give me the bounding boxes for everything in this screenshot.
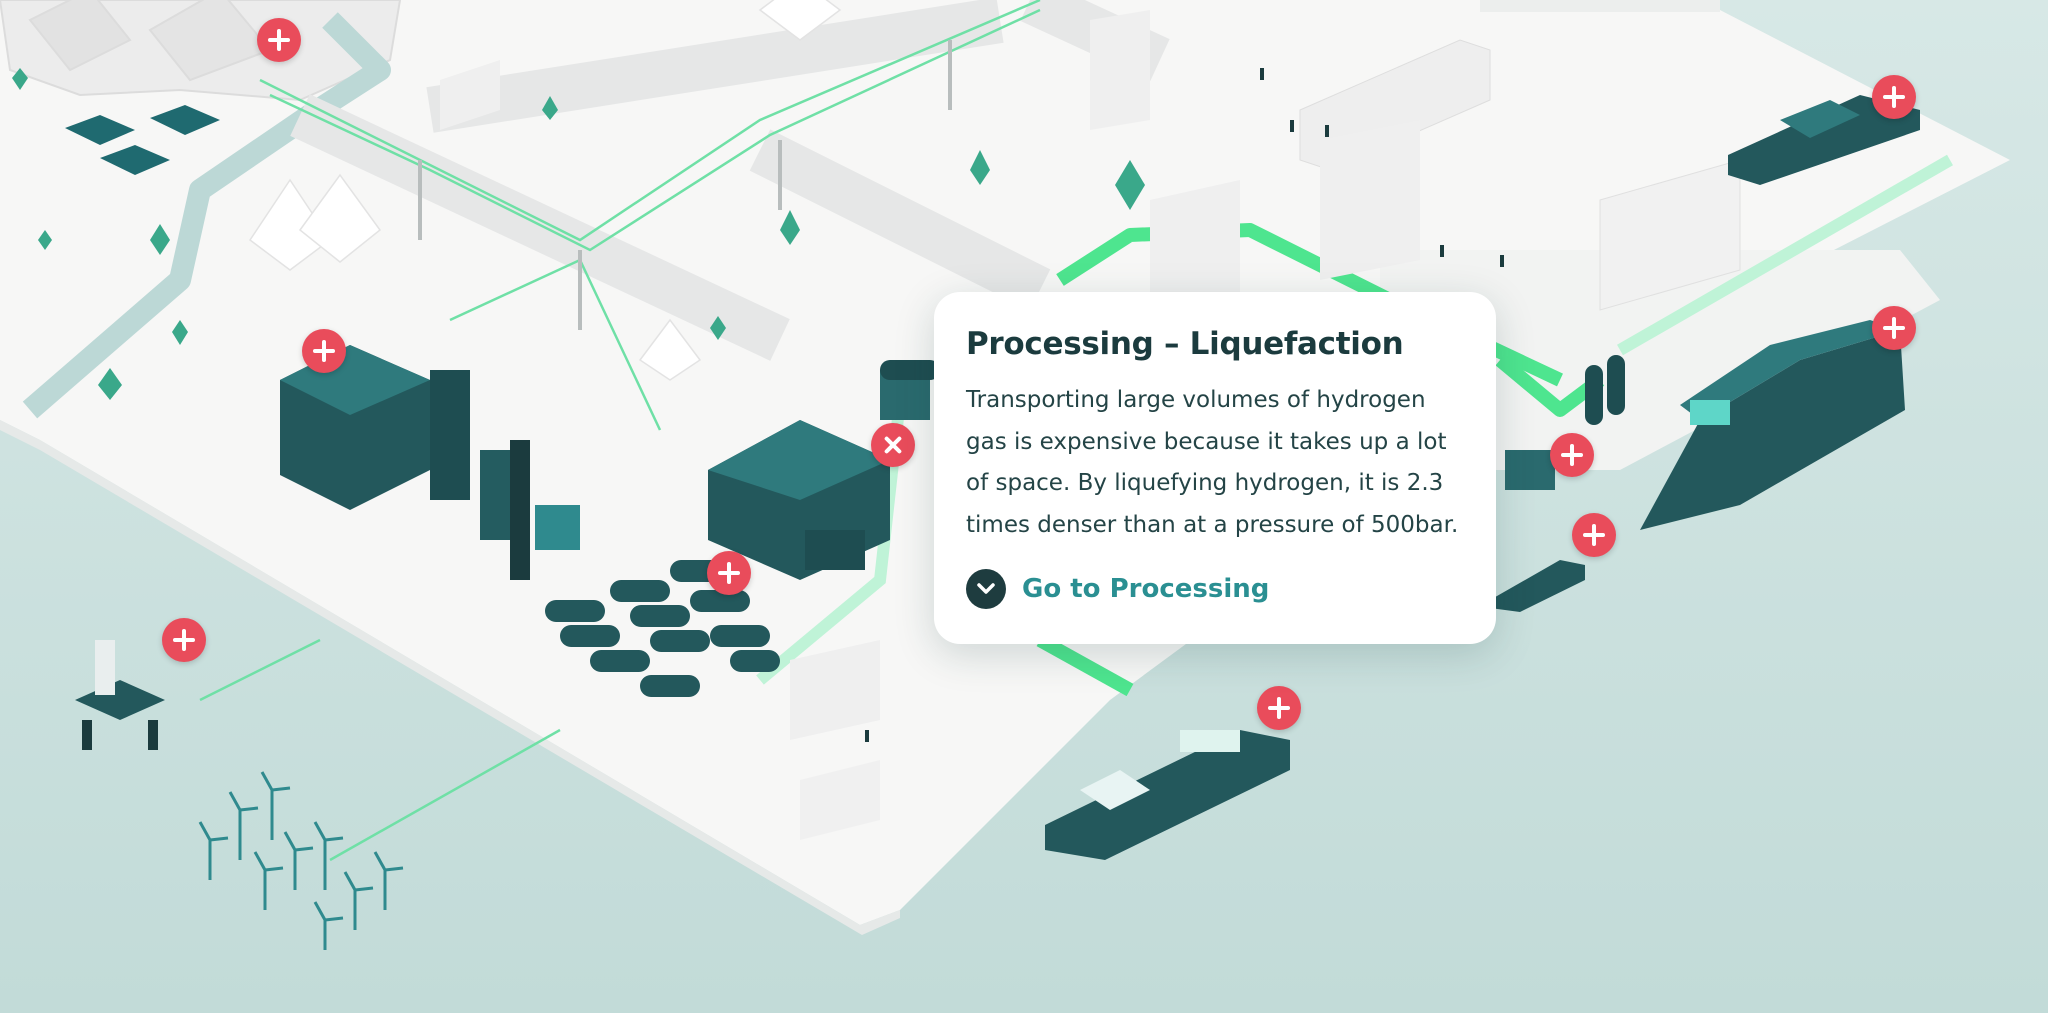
white-buildings	[440, 10, 1741, 840]
hotspot-storage-tanks[interactable]	[707, 551, 751, 595]
mountains	[0, 0, 402, 102]
trees	[12, 68, 1145, 400]
go-to-processing-link[interactable]: Go to Processing	[966, 569, 1269, 609]
hotspot-cruise-ship[interactable]	[1872, 306, 1916, 350]
hotspot-power-plant[interactable]	[302, 329, 346, 373]
wind-turbines	[198, 771, 404, 950]
hotspot-mountain-substation[interactable]	[257, 18, 301, 62]
river	[22, 12, 391, 419]
people	[865, 68, 1504, 742]
offshore-platform	[75, 640, 165, 750]
storage-tanks	[545, 560, 780, 697]
hydrogen-tanks	[880, 355, 1625, 490]
chevron-down-icon	[966, 569, 1006, 609]
hotspot-tugboat[interactable]	[1572, 513, 1616, 557]
power-plant	[280, 345, 580, 580]
tugboat	[1490, 560, 1585, 612]
hotspot-cargo-ship[interactable]	[1257, 686, 1301, 730]
go-to-processing-label: Go to Processing	[1022, 574, 1270, 604]
hotspot-liquefaction-close[interactable]	[871, 423, 915, 467]
hotspot-ferry[interactable]	[1872, 75, 1916, 119]
solar-panels	[65, 105, 220, 175]
hotspot-pipe-cluster[interactable]	[1550, 433, 1594, 477]
ferry	[1728, 95, 1920, 185]
popup-title: Processing – Liquefaction	[966, 326, 1404, 362]
info-popup: Processing – Liquefaction Transporting l…	[934, 292, 1496, 644]
hotspot-offshore-platform[interactable]	[162, 618, 206, 662]
popup-body: Transporting large volumes of hydrogen g…	[966, 387, 1459, 538]
cruise-ship	[1640, 320, 1905, 530]
cargo-ship	[1045, 730, 1290, 860]
power-lines	[199, 0, 1041, 862]
